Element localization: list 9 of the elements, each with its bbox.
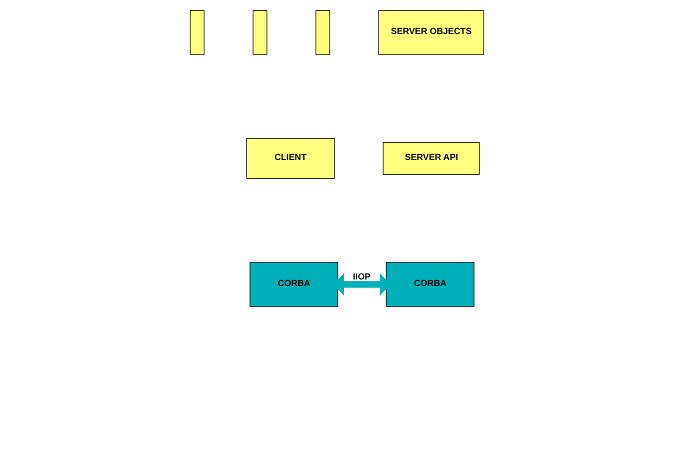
node-box: CLIENT bbox=[246, 138, 334, 179]
node-box bbox=[189, 10, 204, 55]
node-box bbox=[252, 10, 267, 55]
node-box: SERVER API bbox=[382, 142, 480, 175]
node-box bbox=[315, 10, 330, 55]
node-box: SERVER OBJECTS bbox=[378, 10, 484, 55]
node-box: CORBA bbox=[385, 262, 474, 307]
node-box: CORBA bbox=[249, 262, 338, 307]
edge-label: IIOP bbox=[352, 271, 370, 282]
